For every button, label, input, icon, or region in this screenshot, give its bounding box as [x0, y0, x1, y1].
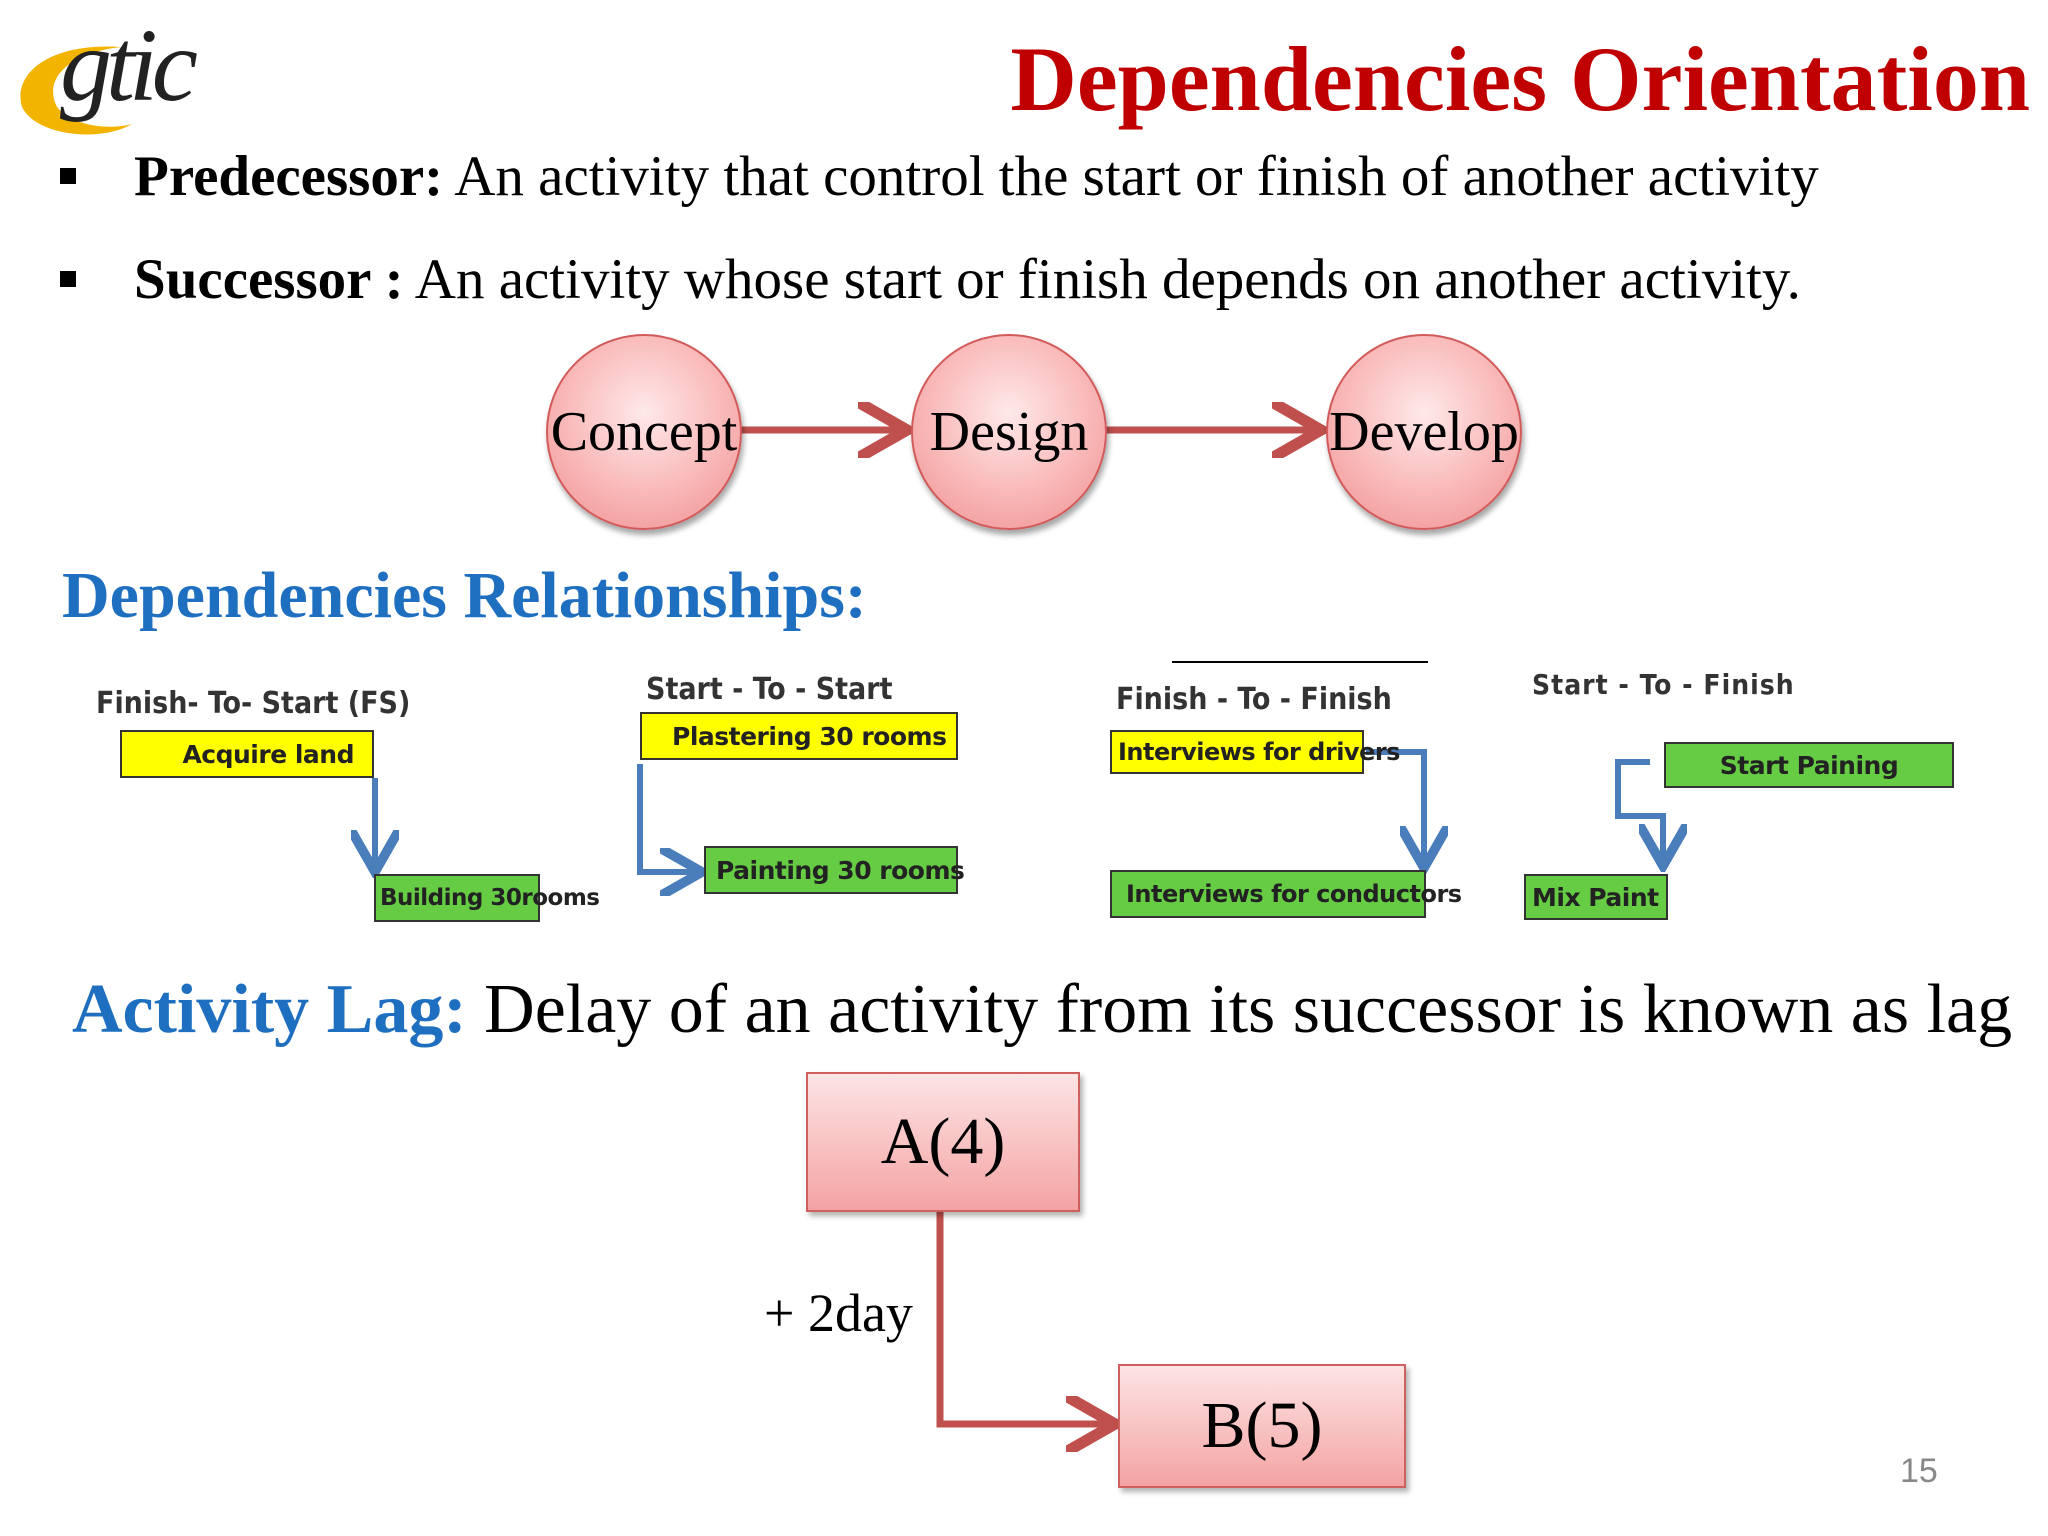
activity-lag-definition: Activity Lag: Delay of an activity from … [72, 970, 2012, 1050]
ss-title: Start - To - Start [646, 672, 893, 707]
relationships-heading: Dependencies Relationships: [62, 559, 867, 632]
activity-box-b: B(5) [1118, 1364, 1406, 1488]
bullet-square-icon [60, 167, 76, 184]
bullet-text: An activity whose start or finish depend… [403, 248, 1801, 311]
page-title: Dependencies Orientation [1010, 28, 2030, 130]
fs-title: Finish- To- Start (FS) [96, 686, 411, 721]
lag-duration-label: + 2day [764, 1283, 913, 1343]
logo-text: gtic [60, 8, 198, 123]
ss-arrow [637, 764, 696, 872]
page-number: 15 [1900, 1452, 1938, 1490]
activity-lag-label: Activity Lag: [72, 971, 467, 1048]
bullet-square-icon [60, 270, 76, 287]
activity-box-a: A(4) [806, 1072, 1080, 1212]
ff-predecessor-bar: Interviews for drivers [1110, 730, 1400, 774]
fs-successor-bar: Building 30rooms [374, 874, 600, 922]
ff-arrow [1366, 749, 1424, 862]
activity-lag-text: Delay of an activity from its successor … [466, 971, 2013, 1048]
sf-title: Start - To - Finish [1532, 668, 1795, 701]
ss-successor-bar: Painting 30 rooms [704, 846, 965, 894]
bullet-successor: Successor : An activity whose start or f… [60, 247, 1801, 312]
flow-node-develop: Develop [1326, 334, 1522, 530]
logo-swoosh-icon [20, 46, 133, 135]
logo: gtic [12, 8, 232, 142]
flow-node-concept: Concept [546, 334, 742, 530]
flow-node-design: Design [911, 334, 1107, 530]
fs-predecessor-bar: Acquire land [120, 730, 374, 778]
bullet-term: Successor : [134, 248, 404, 311]
bullet-text: An activity that control the start or fi… [443, 145, 1819, 208]
ff-title: Finish - To - Finish [1116, 682, 1392, 717]
sf-arrow [1615, 759, 1663, 860]
ss-predecessor-bar: Plastering 30 rooms [640, 712, 958, 760]
sf-successor-bar: Mix Paint [1524, 874, 1668, 920]
bullet-predecessor: Predecessor: An activity that control th… [60, 144, 1819, 209]
sf-predecessor-bar: Start Paining [1664, 742, 1954, 788]
lag-connector-arrow [936, 1210, 1108, 1424]
bullet-term: Predecessor: [134, 145, 444, 208]
ff-successor-bar: Interviews for conductors [1110, 870, 1462, 918]
